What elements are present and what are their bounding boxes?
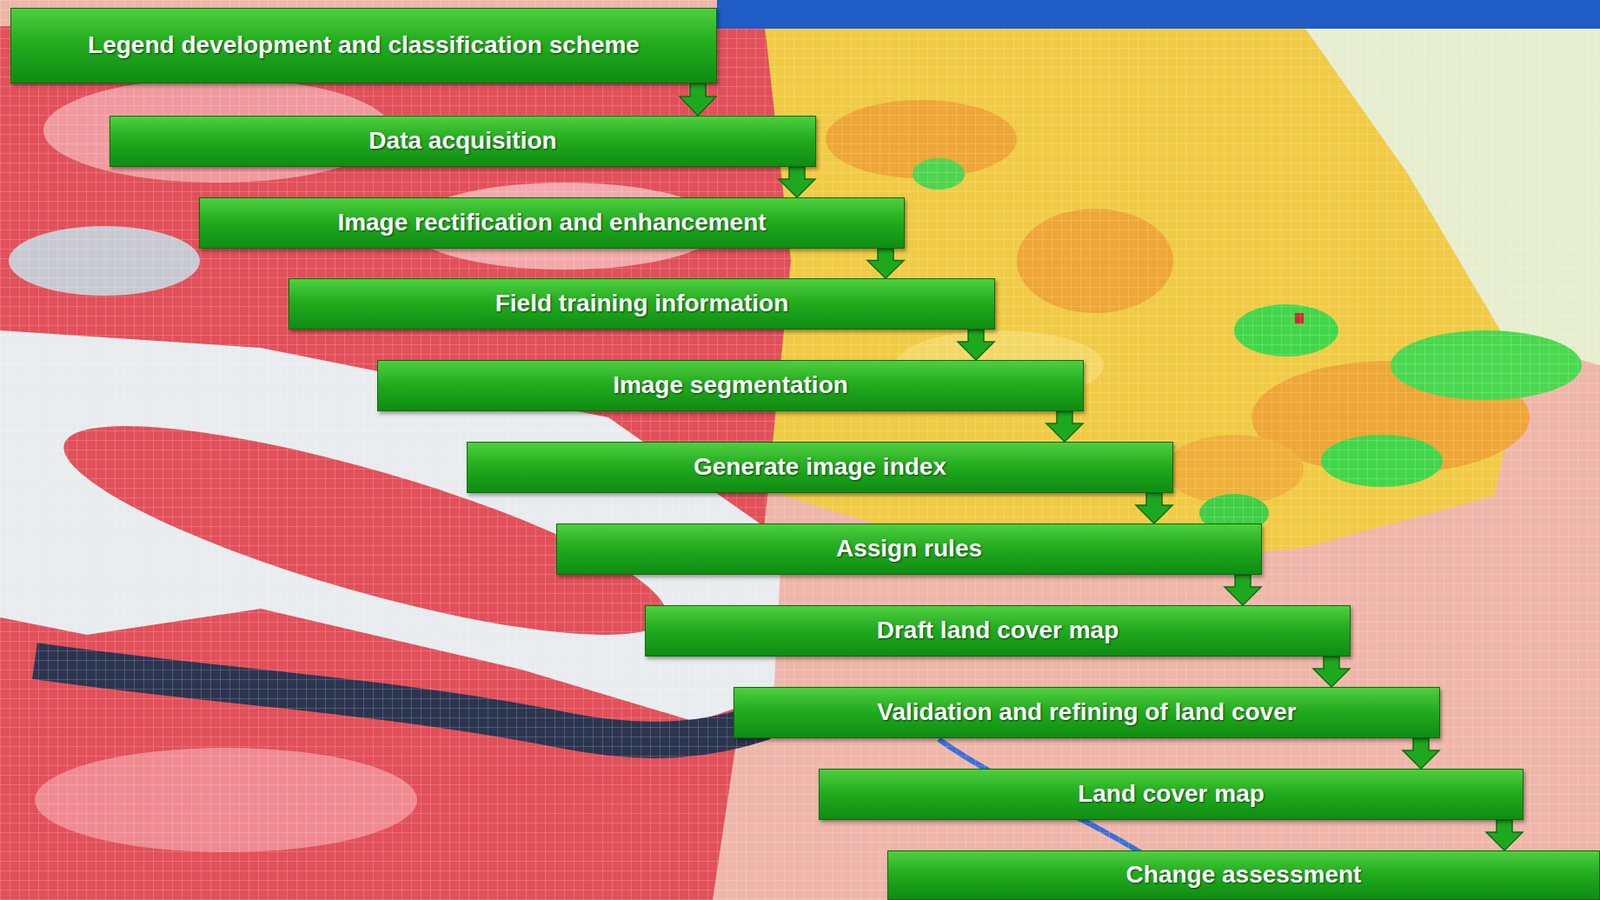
flow-arrow (1224, 574, 1262, 605)
flow-arrow (1046, 411, 1083, 442)
flow-arrow (679, 83, 717, 116)
process-box: Validation and refining of land cover (733, 686, 1441, 738)
process-box: Assign rules (556, 523, 1262, 575)
flow-arrow (1402, 737, 1440, 769)
step-label: Image segmentation (612, 370, 849, 400)
process-box: Draft land cover map (644, 604, 1351, 657)
flow-arrow (957, 329, 995, 360)
step-label: Change assessment (1126, 859, 1362, 890)
process-box: Legend development and classification sc… (10, 7, 718, 84)
flow-arrow (1486, 819, 1523, 850)
step-label: Validation and refining of land cover (876, 697, 1296, 727)
flow-arrow (778, 166, 816, 198)
top-bar (717, 0, 1600, 29)
step-label: Field training information (495, 288, 790, 319)
flow-arrow (867, 248, 904, 279)
process-box: Change assessment (887, 849, 1600, 900)
step-label: Image rectification and enhancement (337, 207, 766, 238)
process-box: Field training information (288, 278, 996, 330)
step-label: Legend development and classification sc… (87, 30, 640, 60)
flow-arrow (1135, 492, 1173, 524)
process-box: Land cover map (818, 768, 1524, 820)
process-box: Generate image index (466, 441, 1174, 493)
step-label: Land cover map (1077, 778, 1265, 809)
process-box: Image rectification and enhancement (199, 197, 905, 249)
flow-arrow (1313, 656, 1350, 687)
step-label: Assign rules (836, 533, 983, 564)
step-label: Draft land cover map (876, 615, 1120, 645)
process-box: Image segmentation (377, 359, 1084, 412)
step-label: Generate image index (693, 451, 947, 482)
process-box: Data acquisition (109, 115, 817, 167)
step-label: Data acquisition (368, 126, 557, 156)
